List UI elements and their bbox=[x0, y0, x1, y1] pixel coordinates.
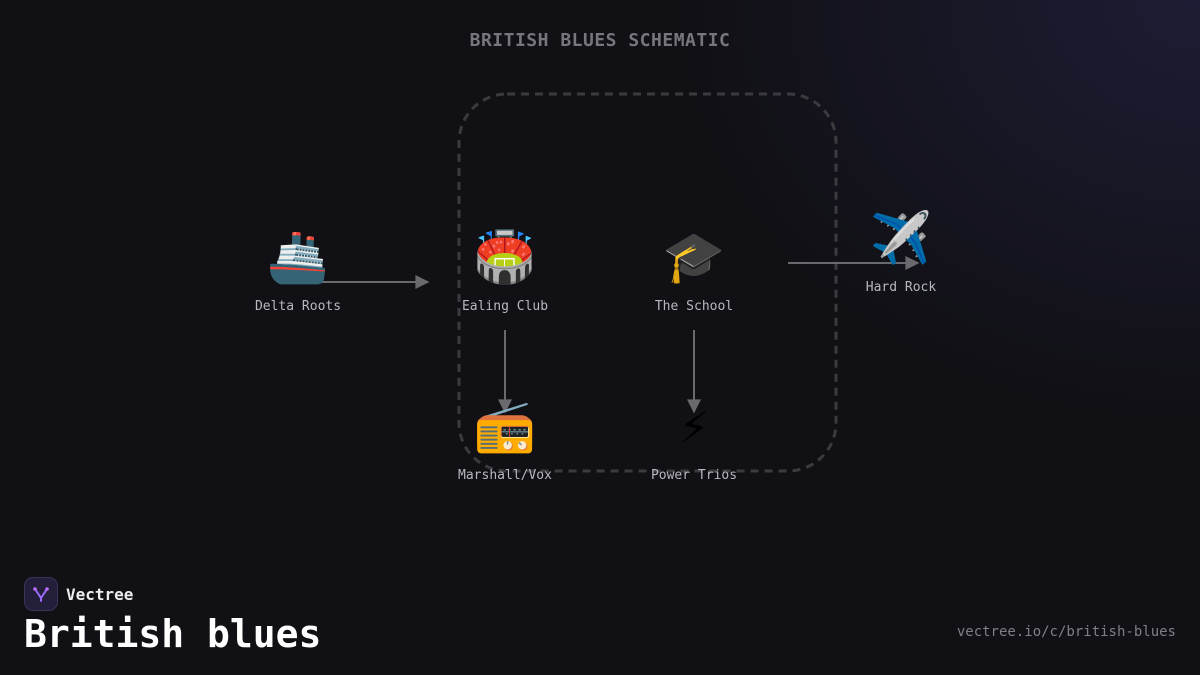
airplane-icon: ✈️ bbox=[869, 209, 933, 267]
node-ealing-club[interactable]: 🏟️ Ealing Club bbox=[435, 229, 575, 314]
node-delta-roots[interactable]: 🚢 Delta Roots bbox=[228, 229, 368, 314]
node-label: Ealing Club bbox=[461, 299, 549, 314]
ship-icon: 🚢 bbox=[266, 228, 330, 286]
node-the-school[interactable]: 🎓 The School bbox=[624, 229, 764, 314]
node-label: Hard Rock bbox=[865, 280, 937, 295]
node-hard-rock[interactable]: ✈️ Hard Rock bbox=[831, 210, 971, 295]
brand-name: Vectree bbox=[66, 584, 134, 604]
node-label: The School bbox=[654, 299, 734, 314]
node-label: Marshall/Vox bbox=[458, 468, 552, 483]
node-marshall-vox[interactable]: 📻 Marshall/Vox bbox=[435, 398, 575, 483]
radio-icon: 📻 bbox=[473, 397, 537, 455]
node-label: Delta Roots bbox=[254, 299, 342, 314]
brand[interactable]: Vectree bbox=[24, 577, 133, 611]
group-boundary bbox=[457, 92, 838, 473]
vectree-logo-icon bbox=[24, 577, 58, 611]
diagram-title: BRITISH BLUES SCHEMATIC bbox=[469, 30, 731, 51]
node-label: Power Trios bbox=[650, 468, 738, 483]
footer-url[interactable]: vectree.io/c/british-blues bbox=[956, 624, 1176, 640]
node-power-trios[interactable]: ⚡ Power Trios bbox=[624, 398, 764, 483]
page-title: British blues bbox=[24, 612, 322, 656]
graduation-cap-icon: 🎓 bbox=[662, 228, 726, 286]
stadium-icon: 🏟️ bbox=[473, 228, 537, 286]
lightning-icon: ⚡ bbox=[678, 397, 710, 455]
